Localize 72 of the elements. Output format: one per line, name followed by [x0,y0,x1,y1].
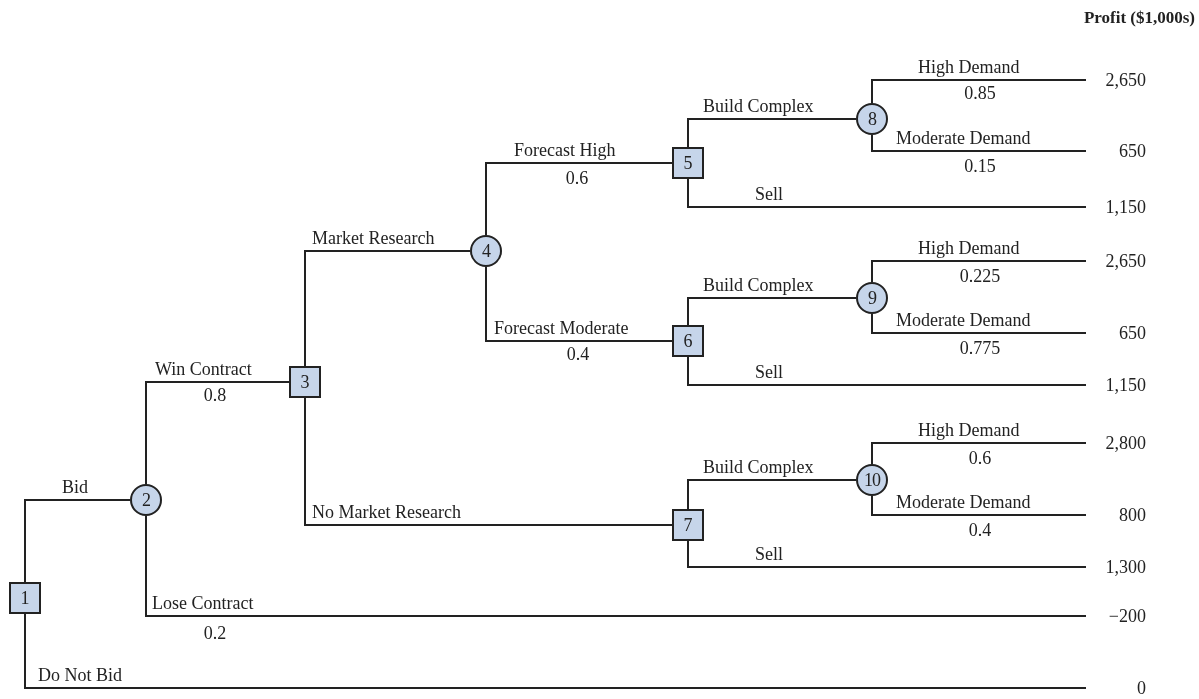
edge-label: Sell [755,184,783,204]
probability-label: 0.225 [959,266,1001,286]
payoff-value: 2,800 [1086,432,1146,454]
probability-label: 0.4 [968,520,992,540]
chance-node: 10 [856,464,888,496]
edge-label: Bid [62,477,88,497]
decision-node: 5 [672,147,704,179]
payoff-value: 2,650 [1086,250,1146,272]
branch-line [485,162,673,236]
payoff-value: 1,150 [1086,374,1146,396]
chance-node: 8 [856,103,888,135]
branch-line [871,260,1087,283]
branch-line [687,356,1087,386]
decision-node: 3 [289,366,321,398]
payoff-value: 800 [1086,504,1146,526]
branch-line [145,515,1087,617]
probability-label: 0.8 [203,385,227,405]
probability-label: 0.15 [964,156,996,176]
edge-label: Build Complex [703,275,814,295]
edge-label: Sell [755,544,783,564]
edge-label: Market Research [312,228,435,248]
branch-line [687,479,857,510]
decision-node: 6 [672,325,704,357]
branch-line [304,397,673,526]
branch-line [687,297,857,326]
payoff-value: 650 [1086,322,1146,344]
edge-label: Sell [755,362,783,382]
edge-label: Moderate Demand [896,128,1031,148]
edge-label: High Demand [918,420,1020,440]
decision-node: 7 [672,509,704,541]
edge-label: Build Complex [703,457,814,477]
branch-line [687,118,857,148]
branch-line [24,499,131,583]
branch-line [871,79,1087,104]
edge-label: Win Contract [155,359,252,379]
branch-line [871,313,1087,334]
chance-node: 2 [130,484,162,516]
branch-line [871,495,1087,516]
column-heading: Profit ($1,000s) [1083,8,1195,28]
decision-node: 1 [9,582,41,614]
probability-label: 0.2 [203,623,227,643]
branch-line [304,250,471,367]
edge-label: Do Not Bid [38,665,122,685]
edge-label: No Market Research [312,502,461,522]
payoff-value: −200 [1086,605,1146,627]
edge-label: Lose Contract [152,593,254,613]
branch-line [871,442,1087,465]
chance-node: 4 [470,235,502,267]
branch-line [145,381,290,485]
branch-line [687,178,1087,208]
branch-line [24,613,1087,689]
probability-label: 0.775 [959,338,1001,358]
edge-label: Moderate Demand [896,310,1031,330]
branch-line [485,266,673,342]
edge-label: Forecast Moderate [494,318,629,338]
payoff-value: 0 [1086,677,1146,699]
edge-label: High Demand [918,57,1020,77]
probability-label: 0.85 [964,83,996,103]
edge-label: Build Complex [703,96,814,116]
payoff-value: 1,300 [1086,556,1146,578]
branch-line [687,540,1087,568]
edge-label: Moderate Demand [896,492,1031,512]
chance-node: 9 [856,282,888,314]
edge-label: Forecast High [514,140,616,160]
edge-label: High Demand [918,238,1020,258]
probability-label: 0.6 [968,448,992,468]
branch-line [871,134,1087,152]
payoff-value: 650 [1086,140,1146,162]
payoff-value: 1,150 [1086,196,1146,218]
probability-label: 0.4 [566,344,590,364]
payoff-value: 2,650 [1086,69,1146,91]
probability-label: 0.6 [565,168,589,188]
